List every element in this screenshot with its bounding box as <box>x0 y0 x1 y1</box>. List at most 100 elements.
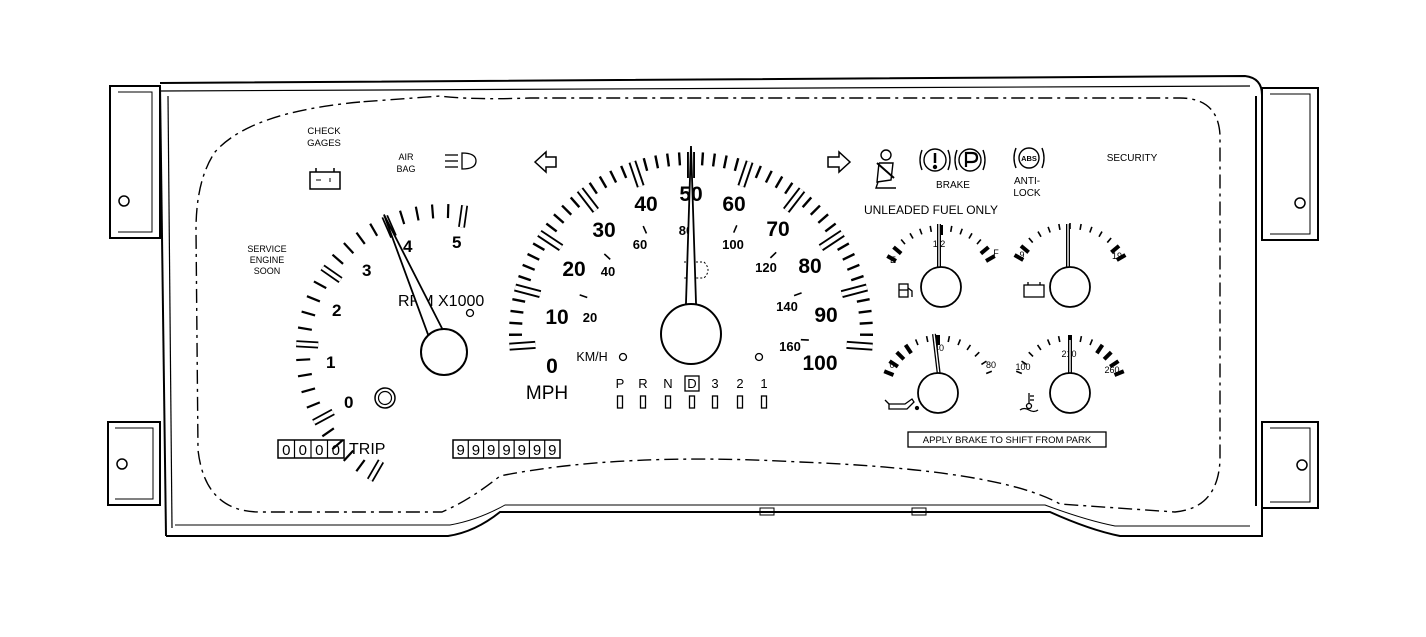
brake-warning: BRAKE <box>919 148 986 191</box>
gear-p: P <box>616 376 625 391</box>
odometer-digit: 9 <box>456 442 464 459</box>
speedo-minor-tick <box>545 222 558 233</box>
trip-digit: 0 <box>282 442 290 459</box>
speedo-minor-tick <box>561 204 573 216</box>
gear-3: 3 <box>711 376 718 391</box>
speedo-major-tick-inner <box>630 161 643 187</box>
speedo-major-tick-inner <box>739 161 752 187</box>
gauge-tick <box>1013 253 1025 262</box>
tach-minor-tick <box>321 427 335 438</box>
kmh-unit: KM/H <box>576 350 607 364</box>
odometer-digit: 9 <box>487 442 495 459</box>
odometer-digit: 9 <box>533 442 541 459</box>
kmh-tick <box>769 251 777 259</box>
gauge-tick <box>886 254 897 263</box>
speedo-minor-tick <box>846 263 860 271</box>
tach-major-tick-inner <box>312 410 334 424</box>
svg-text:ABS: ABS <box>1021 154 1037 163</box>
speedo-major-tick-inner <box>514 285 541 297</box>
gauge-tick <box>1046 339 1051 346</box>
gauge-tick <box>985 370 993 375</box>
speedo-minor-tick <box>522 263 536 271</box>
speedo-minor-tick <box>824 222 837 233</box>
odometer-digit: 9 <box>518 442 526 459</box>
speedo-major-tick-inner <box>538 231 563 250</box>
speedo-minor-tick <box>754 165 762 179</box>
kmh-tick <box>603 253 611 260</box>
gauge-tick <box>1079 335 1083 343</box>
tach-minor-tick <box>355 459 366 472</box>
oil-pressure-gauge: 0 40 80 <box>883 333 996 414</box>
lens-outline <box>195 95 1221 513</box>
gauge-tick <box>957 339 962 346</box>
tach-hub <box>420 328 468 376</box>
speedo-minor-tick <box>784 182 794 195</box>
tach-label: RPM X1000 <box>398 293 484 310</box>
speedo-minor-tick <box>532 242 546 251</box>
right-turn-signal-icon <box>827 150 852 174</box>
gear-lamp <box>639 395 647 409</box>
svg-text:9: 9 <box>1019 250 1024 260</box>
mph-40: 40 <box>634 193 657 216</box>
gauge-tick <box>966 344 972 351</box>
svg-text:BAG: BAG <box>396 164 415 174</box>
gauge-tick <box>1089 339 1094 346</box>
gear-lamp <box>688 395 696 409</box>
tach-minor-tick <box>343 242 355 255</box>
gauge-tick <box>914 339 919 346</box>
gauge-tick <box>1089 226 1093 233</box>
trip-label: TRIP <box>349 441 385 458</box>
thermometer-icon <box>1019 393 1039 413</box>
speedo-minor-tick <box>620 165 628 179</box>
trip-digit: 0 <box>299 442 307 459</box>
speedo-minor-tick <box>836 242 850 251</box>
gauge-tick <box>1113 369 1125 377</box>
gauge-tick <box>1047 226 1051 233</box>
fuel-gauge: E 1/2 F <box>886 224 999 308</box>
speedo-minor-tick <box>722 155 728 169</box>
tach-minor-tick <box>313 280 327 290</box>
speedo-minor-tick <box>677 152 682 166</box>
svg-text:E: E <box>890 255 896 265</box>
check-gages-warning: CHECK GAGES <box>307 126 341 190</box>
gauge-tick <box>883 369 895 377</box>
speedo-minor-tick <box>858 309 872 314</box>
battery-icon <box>1023 282 1045 298</box>
gauge-tick <box>1098 231 1103 238</box>
mount-hole <box>1296 459 1308 471</box>
brake-label: BRAKE <box>936 180 970 191</box>
tach-minor-tick <box>369 223 379 237</box>
gauge-tick <box>919 228 923 235</box>
trip-reset-knob-inner[interactable] <box>377 390 393 406</box>
speedo-major-tick-inner <box>784 188 804 212</box>
speedo-major-tick-inner <box>509 342 536 349</box>
tach-minor-tick <box>306 295 321 303</box>
odometer-digit: 9 <box>502 442 510 459</box>
gauge-tick <box>1015 370 1023 375</box>
left-turn-signal-icon <box>533 150 557 174</box>
odometer-digit: 9 <box>472 442 480 459</box>
gauge-tick <box>1028 351 1034 358</box>
gear-lamp <box>616 395 624 409</box>
kmh-tick <box>579 294 588 299</box>
mph-10: 10 <box>545 306 568 329</box>
mph-60: 60 <box>722 193 745 216</box>
tach-minor-tick <box>342 449 355 462</box>
gear-d-box <box>684 375 700 392</box>
trip-digit: 0 <box>315 442 323 459</box>
headlamp-icon <box>445 152 477 170</box>
svg-text:19: 19 <box>1112 251 1122 261</box>
gauge-tick <box>1079 223 1082 231</box>
abs-icon <box>1013 147 1045 169</box>
brake-shift-notice: APPLY BRAKE TO SHIFT FROM PARK <box>907 431 1107 448</box>
trip-reset-knob-outer[interactable] <box>374 387 396 409</box>
anti-lock-label: LOCK <box>1013 188 1041 199</box>
speedo-minor-tick <box>642 157 649 172</box>
kmh-tick <box>793 292 802 297</box>
voltmeter-gauge: 9 19 <box>1013 223 1127 308</box>
svg-text:80: 80 <box>986 360 996 370</box>
speedo-major-tick-inner <box>841 285 868 297</box>
speedo-minor-tick <box>733 157 740 172</box>
coolant-temp-gauge: 100 210 260 <box>1015 335 1125 414</box>
